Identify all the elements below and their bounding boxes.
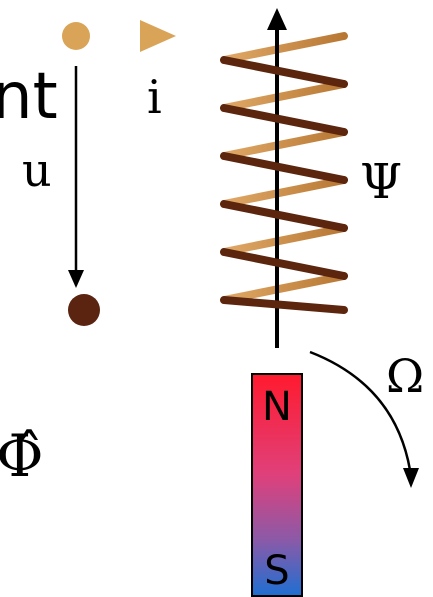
coil-front bbox=[220, 56, 348, 314]
bottom-terminal bbox=[68, 294, 100, 326]
rotation-arrowhead-icon bbox=[403, 468, 419, 488]
voltage-label: u bbox=[22, 143, 52, 197]
voltage-arrowhead-icon bbox=[68, 270, 84, 288]
angular-velocity-label: Ω bbox=[386, 349, 424, 403]
top-terminal bbox=[62, 22, 90, 50]
magnet-south-label: S bbox=[264, 548, 289, 594]
flux-phasor-label: Φ̂ bbox=[0, 422, 44, 490]
axis-arrowhead-icon bbox=[267, 8, 287, 30]
left-text-fragment: nt bbox=[0, 60, 58, 134]
rotation-arc bbox=[309, 350, 412, 471]
flux-linkage-label: Ψ bbox=[360, 154, 402, 210]
magnet-north-label: N bbox=[262, 384, 292, 430]
current-label: i bbox=[147, 70, 162, 124]
bar-magnet bbox=[251, 373, 303, 597]
coil-back bbox=[220, 32, 348, 304]
current-arrow-icon bbox=[140, 20, 176, 52]
